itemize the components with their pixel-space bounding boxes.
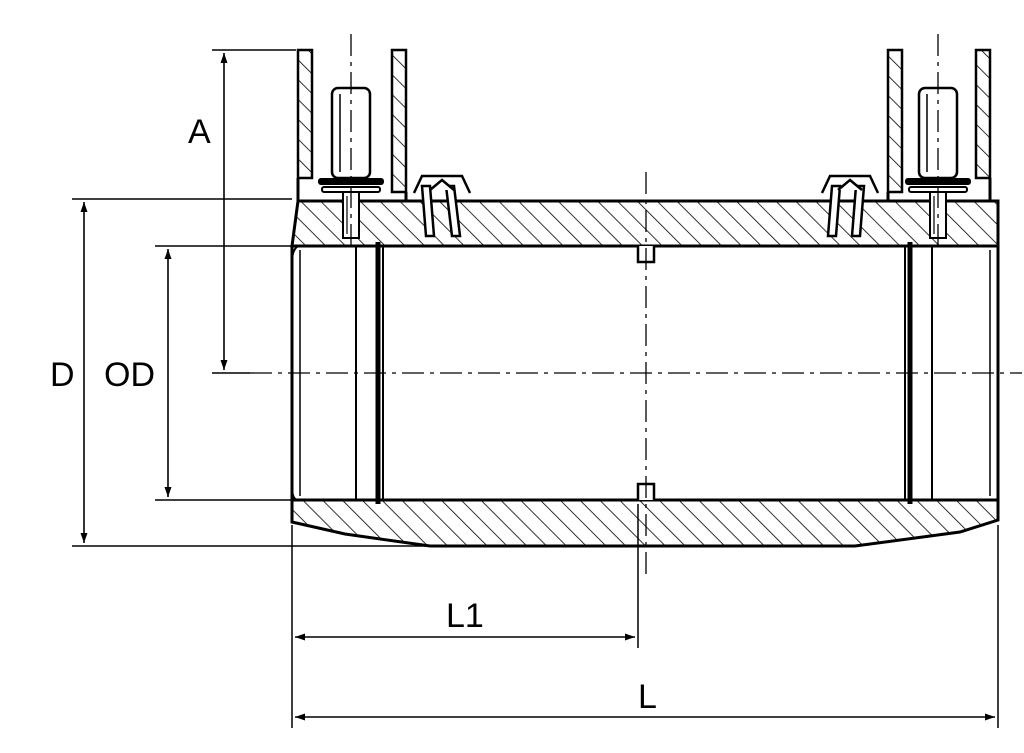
upper-wall-section [290, 199, 1000, 248]
label-l: L [638, 678, 657, 716]
label-d: D [50, 356, 75, 394]
left-terminal-housing [296, 48, 408, 201]
extension-lines [72, 49, 999, 728]
label-a: A [188, 113, 211, 151]
right-fusion-indicator [820, 174, 880, 238]
right-terminal-housing [886, 48, 992, 201]
label-od: OD [104, 356, 155, 394]
lower-wall-section [290, 498, 1000, 548]
centre-lines [250, 34, 1022, 575]
left-fusion-indicator [412, 174, 472, 238]
label-l1: L1 [446, 597, 484, 635]
